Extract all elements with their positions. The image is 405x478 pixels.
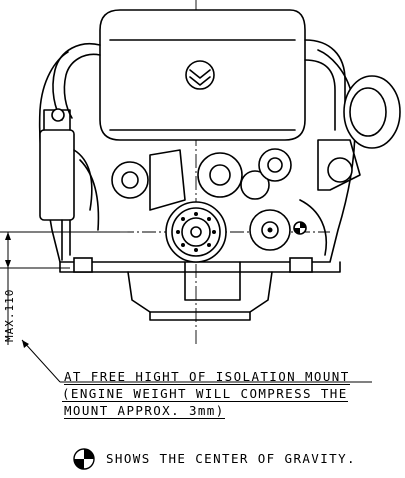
isolation-note-line1: AT FREE HIGHT OF ISOLATION MOUNT [64,369,350,385]
height-dimension [0,231,120,345]
center-of-gravity-marker [293,221,307,235]
rocker-cover [99,9,306,141]
center-of-gravity-legend: SHOWS THE CENTER OF GRAVITY. [106,451,356,466]
logo-emblem [185,60,215,90]
center-of-gravity-icon [73,448,95,470]
left-hoses [39,43,101,273]
leader-line [21,339,372,383]
dimension-label-max: MAX.110 [3,288,16,342]
crank-damper [165,201,227,263]
right-turbo [289,39,401,273]
idler-pulley [249,209,291,251]
isolation-note-line3: MOUNT APPROX. 3mm) [64,403,225,419]
isolation-note-line2: (ENGINE WEIGHT WILL COMPRESS THE [62,386,348,402]
front-accessories [111,148,292,211]
